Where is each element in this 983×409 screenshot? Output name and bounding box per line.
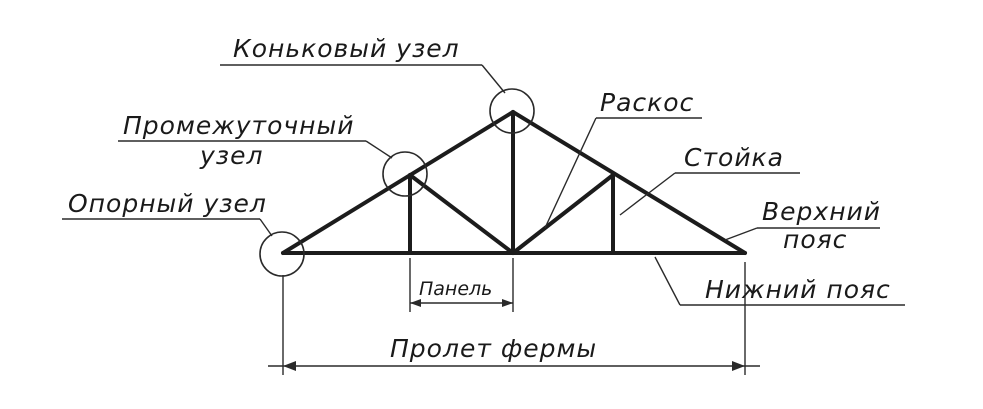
panel-dimension — [409, 258, 514, 312]
bottom-chord-label: Нижний пояс — [705, 275, 891, 304]
top-chord-left — [281, 110, 515, 255]
span-dimension — [268, 262, 760, 375]
left-brace — [408, 173, 515, 255]
leader-lines — [62, 64, 905, 306]
top-chord-label-line2: пояс — [783, 225, 847, 254]
intermediate-node-label-line1: Промежуточный — [123, 111, 354, 140]
intermediate-node-circle — [382, 151, 428, 197]
top-chord-label-line1: Верхний — [762, 197, 881, 226]
post-label: Стойка — [684, 143, 784, 172]
right-brace — [511, 173, 615, 255]
ridge-node-circle — [489, 88, 535, 134]
brace-label: Раскос — [600, 88, 694, 117]
ridge-node-label: Коньковый узел — [233, 34, 460, 63]
top-chord-right — [511, 110, 747, 255]
panel-label: Панель — [419, 278, 492, 300]
support-node-label: Опорный узел — [68, 189, 267, 218]
truss-members — [281, 110, 747, 255]
support-node-circle — [259, 231, 305, 277]
intermediate-node-label-line2: узел — [199, 141, 263, 170]
truss-span-label: Пролет фермы — [390, 334, 597, 363]
